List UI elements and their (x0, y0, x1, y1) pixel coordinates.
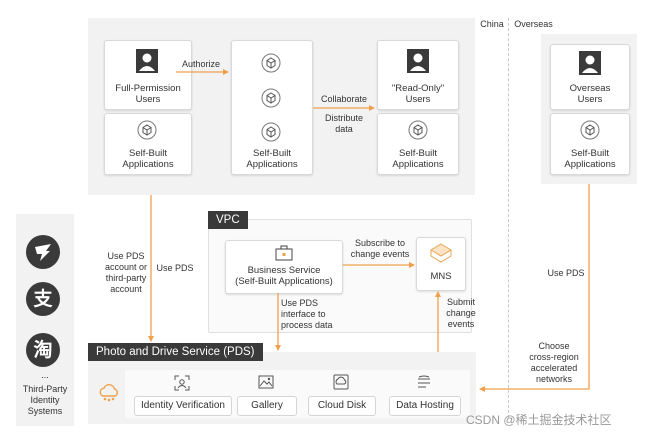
self-built-apps-left-label: Self-Built Applications (122, 148, 174, 170)
overseas-users-card: Overseas Users (550, 44, 630, 110)
gallery-label: Gallery (251, 400, 283, 411)
briefcase-icon (275, 245, 293, 261)
gallery-service: Gallery (237, 396, 297, 416)
use-pds-right-label: Use PDS (547, 268, 585, 278)
full-permission-users-label: Full-Permission Users (115, 83, 181, 105)
cloud-disk-service: Cloud Disk (308, 396, 376, 416)
data-hosting-label: Data Hosting (396, 400, 454, 411)
dingtalk-glyph-icon (35, 244, 51, 261)
submit-change-events-label: Submit change events (446, 297, 476, 329)
watermark: CSDN @稀土掘金技术社区 (466, 413, 612, 427)
user-icon (136, 49, 158, 73)
mns-icon (430, 243, 452, 263)
user-icon (579, 51, 601, 75)
use-pds-account-label: Use PDS account or third-party account (104, 251, 148, 294)
self-built-apps-center-card: Self-Built Applications (231, 40, 313, 175)
collaborate-label: Collaborate (320, 94, 368, 104)
alipay-glyph: 支 (33, 288, 53, 310)
overseas-users-label: Overseas Users (569, 83, 611, 105)
self-built-apps-left-card: Self-Built Applications (104, 113, 192, 175)
cube-icon (580, 120, 600, 140)
user-icon (407, 49, 429, 73)
region-china-label: China (480, 19, 504, 29)
distribute-data-label: Distribute data (324, 113, 363, 134)
cube-icon (261, 122, 281, 142)
third-party-ellipsis: ... (41, 370, 49, 380)
data-hosting-icon (418, 375, 430, 388)
overseas-to-pds-arrow (479, 184, 590, 392)
self-built-apps-right-card: Self-Built Applications (377, 113, 459, 175)
read-only-users-label: "Read-Only" Users (391, 83, 445, 105)
cube-icon (261, 88, 281, 108)
business-service-card: Business Service (Self-Built Application… (225, 240, 343, 294)
cross-region-label: Choose cross-region accelerated networks (529, 341, 579, 384)
alipay-icon: 支 (26, 282, 60, 316)
cube-icon (408, 120, 428, 140)
use-pds-interface-label: Use PDS interface to process data (281, 298, 333, 330)
overseas-self-built-apps-label: Self-Built Applications (564, 148, 616, 170)
authorize-label: Authorize (181, 59, 221, 69)
vpc-title: VPC (208, 211, 248, 229)
id-scan-icon (174, 375, 190, 391)
dingtalk-icon (26, 235, 60, 269)
mns-label: MNS (430, 271, 452, 282)
pds-title: Photo and Drive Service (PDS) (88, 343, 263, 361)
cube-icon (261, 53, 281, 73)
cloud-icon (99, 384, 118, 402)
self-built-apps-center-label: Self-Built Applications (246, 148, 298, 170)
image-icon (258, 375, 274, 389)
region-overseas-label: Overseas (514, 19, 553, 29)
mns-card: MNS (416, 237, 466, 291)
taobao-icon: 淘 (26, 333, 60, 367)
region-divider (508, 18, 510, 418)
cloud-disk-label: Cloud Disk (317, 400, 367, 411)
self-built-apps-right-label: Self-Built Applications (392, 148, 444, 170)
read-only-users-card: "Read-Only" Users (377, 40, 459, 110)
third-party-label: Third-Party Identity Systems (22, 384, 68, 416)
overseas-self-built-apps-card: Self-Built Applications (550, 113, 630, 175)
identity-verification-label: Identity Verification (141, 400, 225, 411)
use-pds-left-label: Use PDS (156, 263, 194, 273)
disk-icon (333, 374, 349, 390)
subscribe-label: Subscribe to change events (350, 238, 410, 259)
full-permission-users-card: Full-Permission Users (104, 40, 192, 110)
cube-icon (137, 120, 157, 140)
taobao-glyph: 淘 (33, 339, 53, 361)
business-service-label: Business Service (Self-Built Application… (235, 265, 333, 287)
identity-verification-service: Identity Verification (134, 396, 232, 416)
data-hosting-service: Data Hosting (389, 396, 461, 416)
